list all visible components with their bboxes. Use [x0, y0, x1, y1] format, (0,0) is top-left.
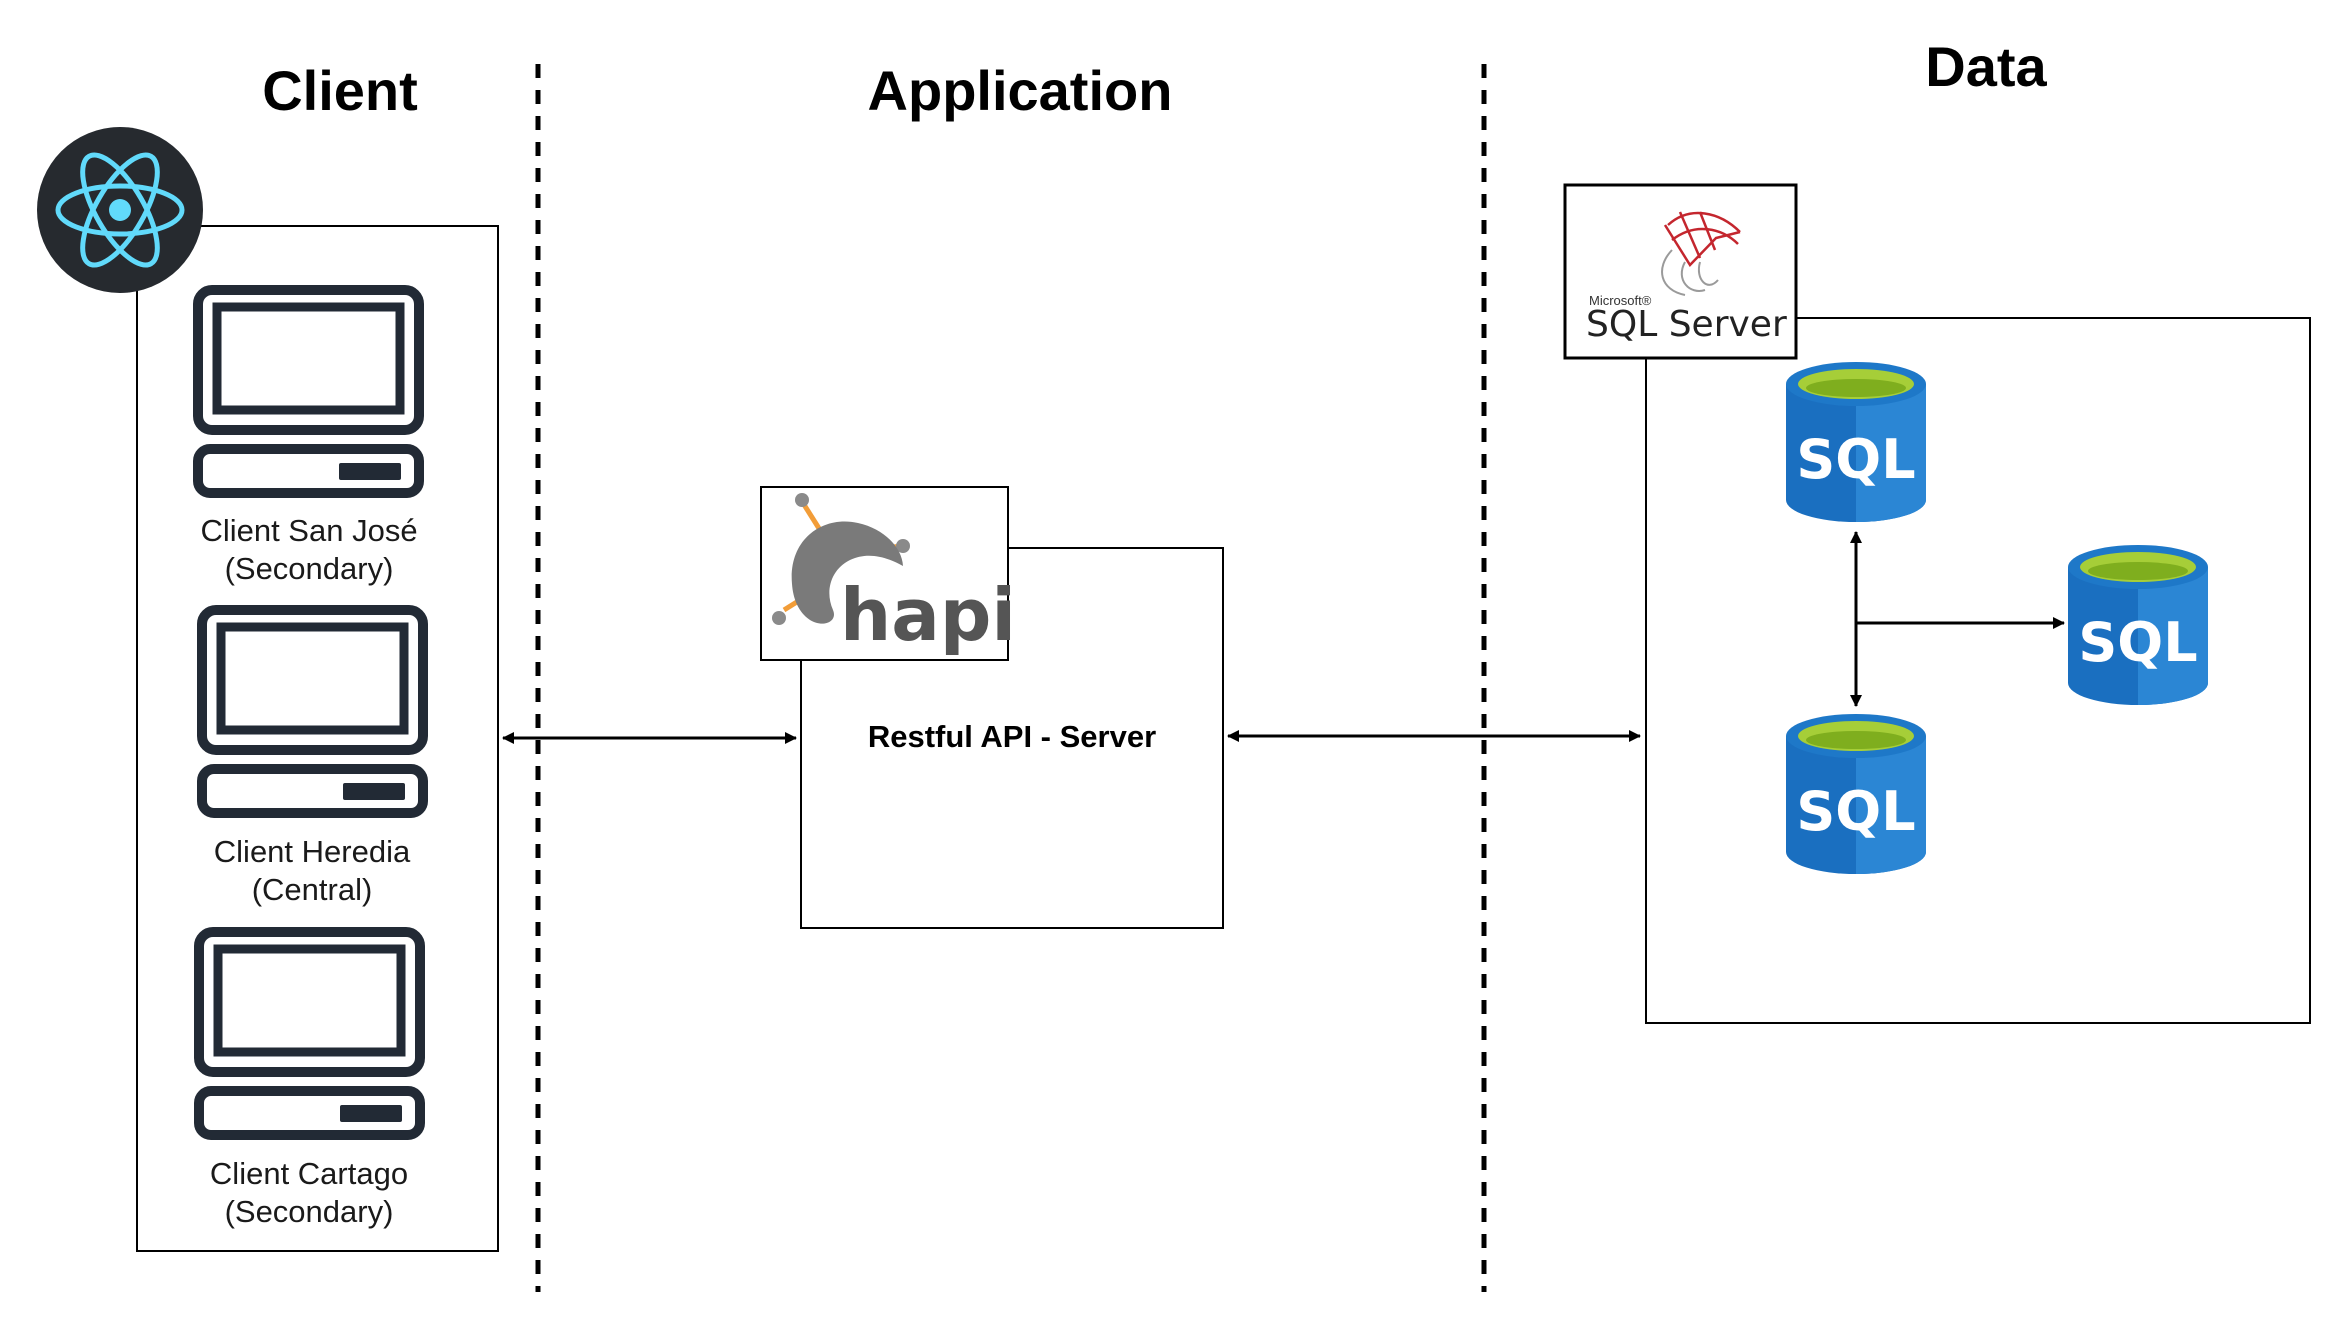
- server-container: [800, 547, 1224, 929]
- application-section-title: Application: [868, 59, 1173, 122]
- sql-server-logo-icon: Microsoft® SQL Server: [1563, 183, 1798, 360]
- hapi-logo-text: hapi: [840, 573, 1016, 657]
- client-role: (Secondary): [225, 1194, 394, 1229]
- sql-database-node-primary[interactable]: SQL: [1786, 362, 1926, 522]
- react-logo-icon: [37, 127, 203, 293]
- client-computer-san-jose[interactable]: Client San José (Secondary): [198, 290, 419, 586]
- sql-node-label: SQL: [1796, 780, 1915, 843]
- sql-server-logo-text: SQL Server: [1586, 304, 1787, 345]
- data-container: [1645, 317, 2311, 1024]
- client-computer-cartago[interactable]: Client Cartago (Secondary): [199, 932, 420, 1229]
- sql-database-node-bottom[interactable]: SQL: [1786, 714, 1926, 874]
- sql-node-label: SQL: [2078, 611, 2197, 674]
- sql-server-vendor-text: Microsoft®: [1589, 293, 1652, 308]
- data-section-title: Data: [1925, 35, 2047, 98]
- client-name: Client Cartago: [210, 1156, 408, 1191]
- client-name: Client Heredia: [214, 834, 411, 869]
- client-computer-heredia[interactable]: Client Heredia (Central): [202, 610, 423, 907]
- desktop-computer-icon: [198, 290, 419, 493]
- client-name: Client San José: [200, 513, 417, 548]
- server-label: Restful API - Server: [868, 719, 1156, 754]
- sql-node-label: SQL: [1796, 428, 1915, 491]
- client-container: [136, 225, 499, 1252]
- desktop-computer-icon: [202, 610, 423, 813]
- desktop-computer-icon: [199, 932, 420, 1135]
- sql-database-node-right[interactable]: SQL: [2068, 545, 2208, 705]
- client-section-title: Client: [262, 59, 418, 122]
- client-role: (Central): [252, 872, 373, 907]
- hapi-logo-icon: hapi: [760, 486, 1016, 661]
- client-role: (Secondary): [225, 551, 394, 586]
